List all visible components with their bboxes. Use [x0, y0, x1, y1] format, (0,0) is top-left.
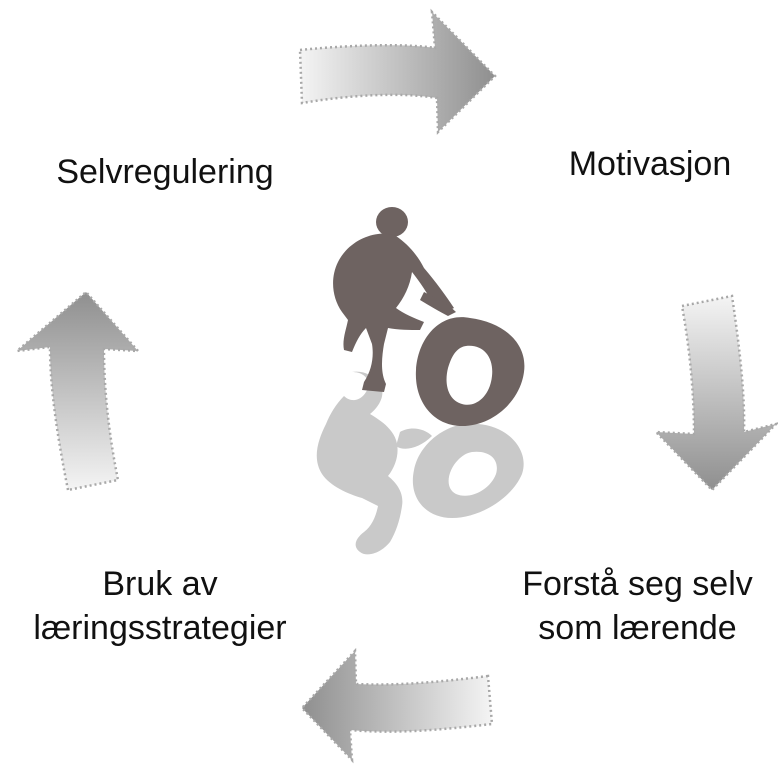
stage-label-line: læringsstrategier — [33, 609, 287, 647]
arrow-left-icon — [300, 647, 494, 764]
arrow-right-icon — [298, 8, 497, 135]
stage-label-forsta: Forstå seg selv som lærende — [500, 562, 775, 650]
stage-label-line: Motivasjon — [568, 145, 732, 183]
figure-silhouette — [333, 207, 525, 426]
arrow-down-icon — [652, 294, 778, 492]
stage-label-motivasjon: Motivasjon — [530, 142, 770, 186]
stage-label-line: Selvregulering — [56, 153, 274, 191]
stage-label-line: Bruk av — [102, 565, 218, 603]
stage-label-line: som lærende — [538, 609, 737, 647]
arrow-up-icon — [13, 290, 141, 492]
stage-label-bruk: Bruk av læringsstrategier — [10, 562, 310, 650]
figure-reflection — [316, 371, 524, 555]
child-rolling-tire-icon — [316, 207, 525, 555]
stage-label-line: Forstå seg selv — [522, 565, 753, 603]
stage-label-selvregulering: Selvregulering — [30, 150, 300, 194]
